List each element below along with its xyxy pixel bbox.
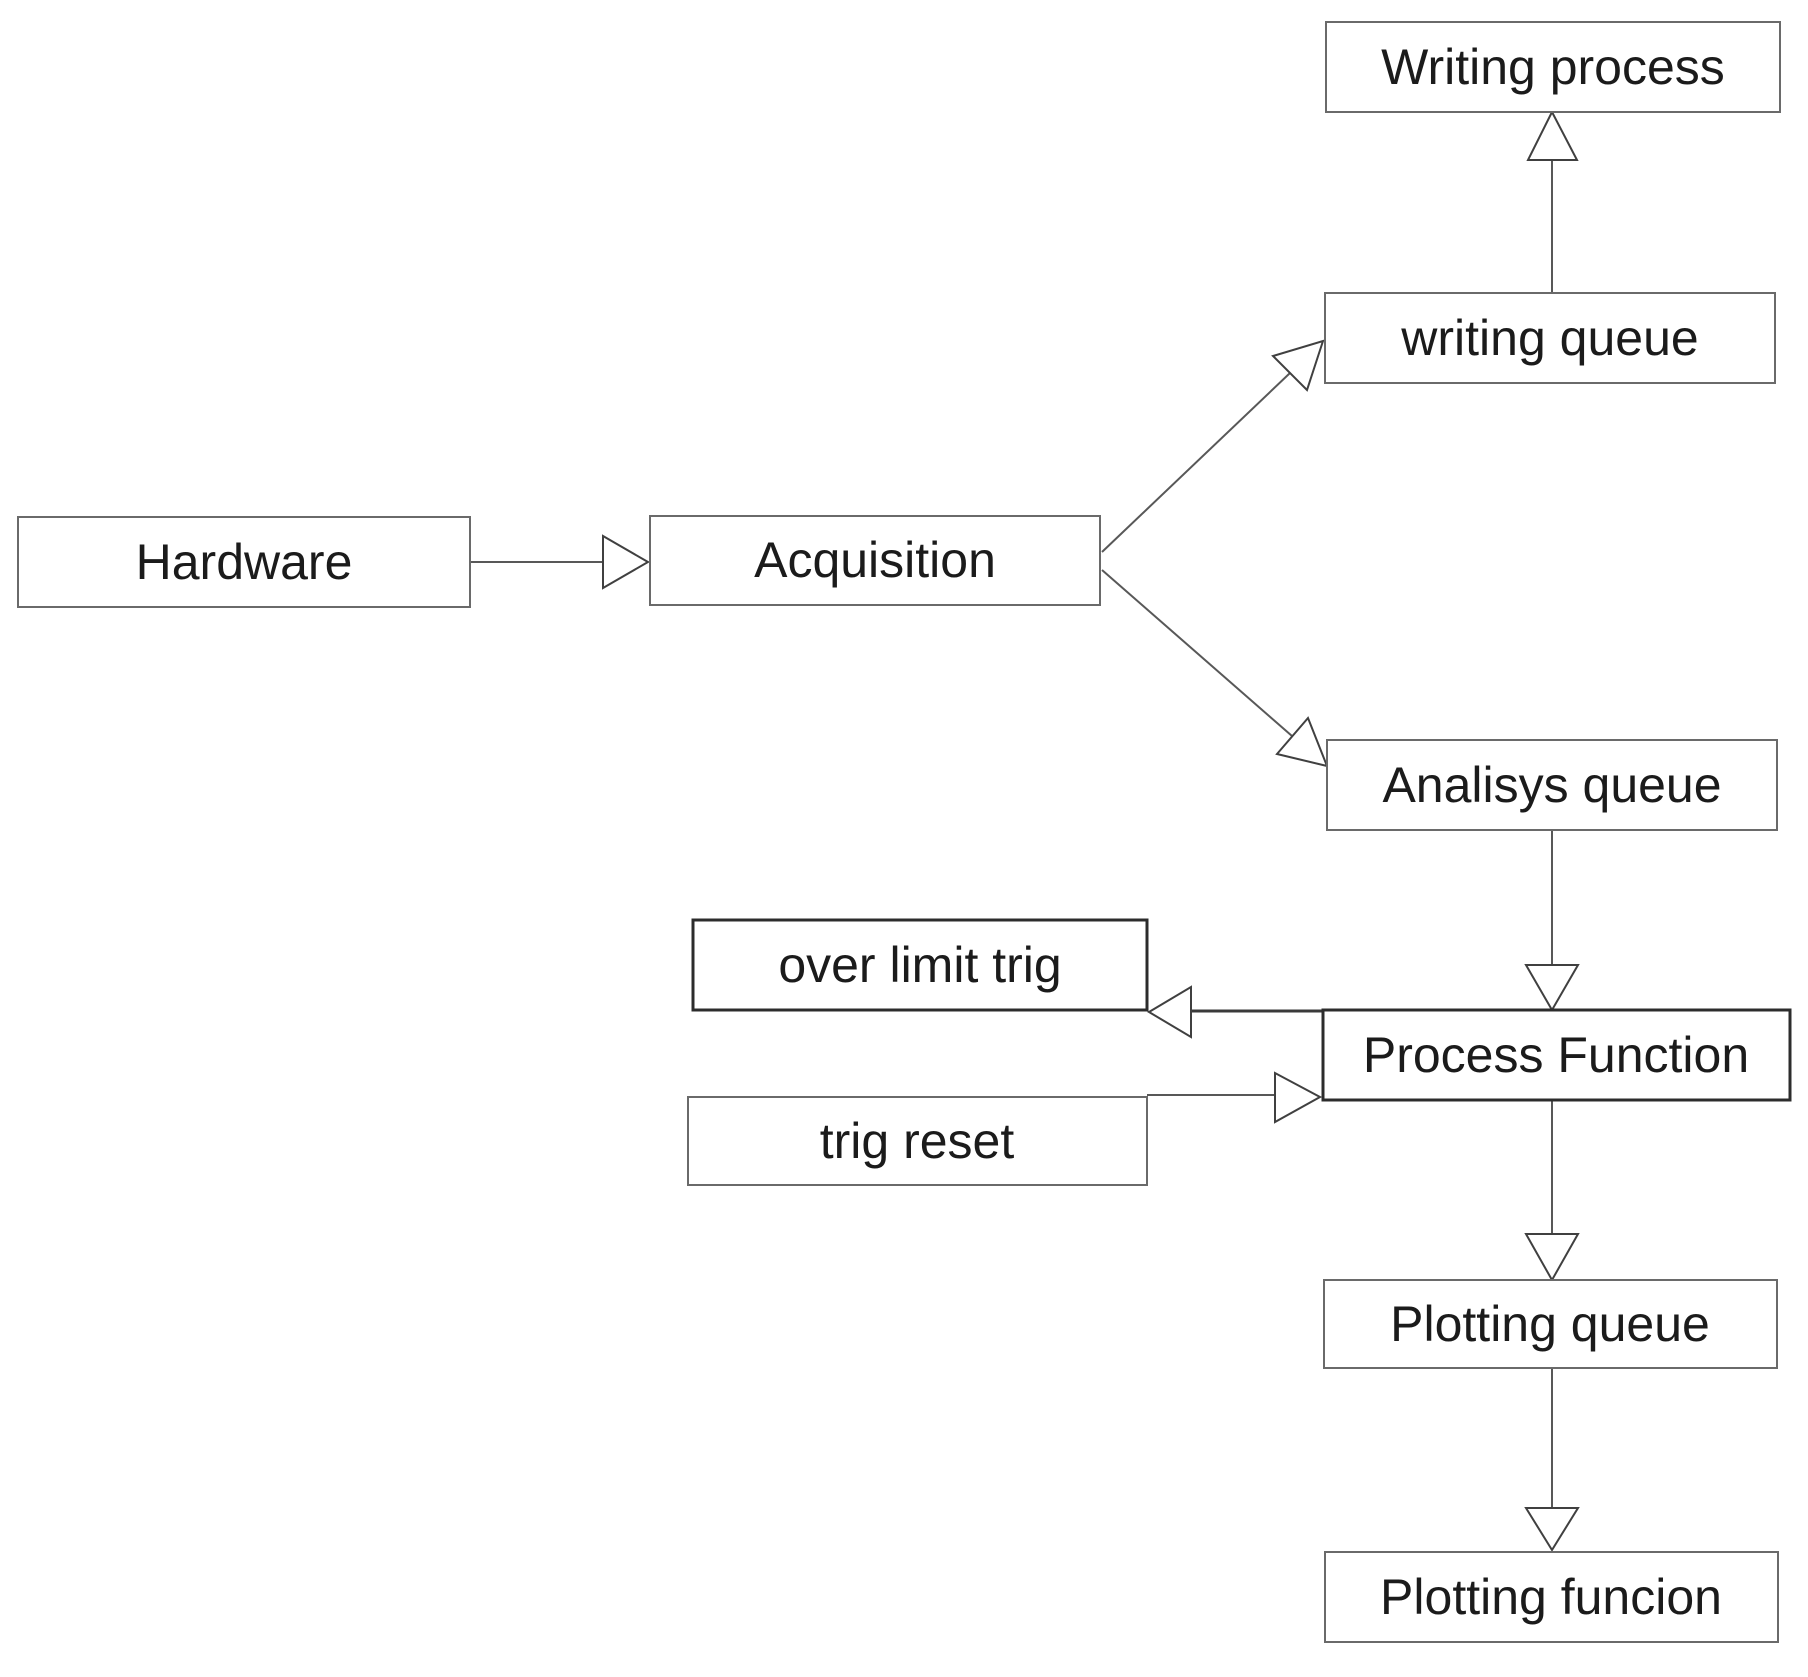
node-analisys-queue-box: [1326, 739, 1778, 831]
node-writing-queue: writing queue: [1324, 292, 1776, 384]
edge-process-function-over-limit-trig: [1147, 985, 1323, 1039]
arrowhead-down-right-icon: [1275, 716, 1329, 768]
node-over-limit-trig-box: [691, 918, 1149, 1012]
node-plotting-queue-box: [1323, 1279, 1778, 1369]
node-plotting-funcion-box: [1324, 1551, 1779, 1643]
edge-acquisition-writing-queue-line: [1101, 372, 1291, 553]
node-trig-reset: trig reset: [687, 1096, 1148, 1186]
node-over-limit-trig-label: over limit trig: [778, 937, 1061, 993]
node-trig-reset-box: [687, 1096, 1148, 1186]
arrowhead-right-icon: [602, 534, 650, 590]
arrowhead-down-icon: [1524, 964, 1580, 1012]
node-process-function: Process Function: [1321, 1008, 1792, 1102]
node-hardware: Hardware: [17, 516, 471, 608]
edge-plotting-queue-plotting-funcion: [1524, 1368, 1580, 1552]
node-plotting-queue: Plotting queue: [1323, 1279, 1778, 1369]
node-analisys-queue: Analisys queue: [1326, 739, 1778, 831]
edge-acquisition-analisys-queue: [1101, 569, 1329, 768]
node-analisys-queue-label: Analisys queue: [1382, 757, 1721, 813]
node-process-function-label: Process Function: [1363, 1027, 1749, 1083]
arrowhead-left-icon: [1147, 985, 1192, 1039]
node-acquisition-box: [649, 515, 1101, 606]
arrowhead-down-icon: [1524, 1507, 1580, 1552]
edge-writing-queue-writing-process: [1526, 109, 1579, 293]
node-acquisition: Acquisition: [649, 515, 1101, 606]
node-plotting-funcion-label: Plotting funcion: [1380, 1569, 1722, 1625]
arrowhead-right-icon: [1274, 1071, 1323, 1124]
node-writing-process: Writing process: [1325, 21, 1781, 113]
arrowhead-up-right-icon: [1271, 339, 1325, 392]
edge-hardware-acquisition: [470, 534, 650, 590]
edge-process-function-plotting-queue: [1524, 1100, 1580, 1283]
node-over-limit-trig: over limit trig: [691, 918, 1149, 1012]
node-plotting-queue-label: Plotting queue: [1390, 1296, 1710, 1352]
arrowhead-down-icon: [1524, 1233, 1580, 1283]
node-trig-reset-label: trig reset: [820, 1113, 1015, 1169]
node-process-function-box: [1321, 1008, 1792, 1102]
node-acquisition-label: Acquisition: [754, 532, 996, 588]
node-hardware-box: [17, 516, 471, 608]
node-writing-process-box: [1325, 21, 1781, 113]
edge-acquisition-writing-queue: [1101, 339, 1325, 553]
node-writing-queue-label: writing queue: [1400, 310, 1698, 366]
node-writing-queue-box: [1324, 292, 1776, 384]
edge-acquisition-analisys-queue-line: [1101, 569, 1293, 737]
node-writing-process-label: Writing process: [1381, 39, 1725, 95]
edge-analisys-queue-process-function: [1524, 830, 1580, 1012]
edge-trig-reset-process-function: [1147, 1071, 1323, 1124]
node-hardware-label: Hardware: [136, 534, 353, 590]
node-plotting-funcion: Plotting funcion: [1324, 1551, 1779, 1643]
arrowhead-up-icon: [1526, 109, 1579, 161]
